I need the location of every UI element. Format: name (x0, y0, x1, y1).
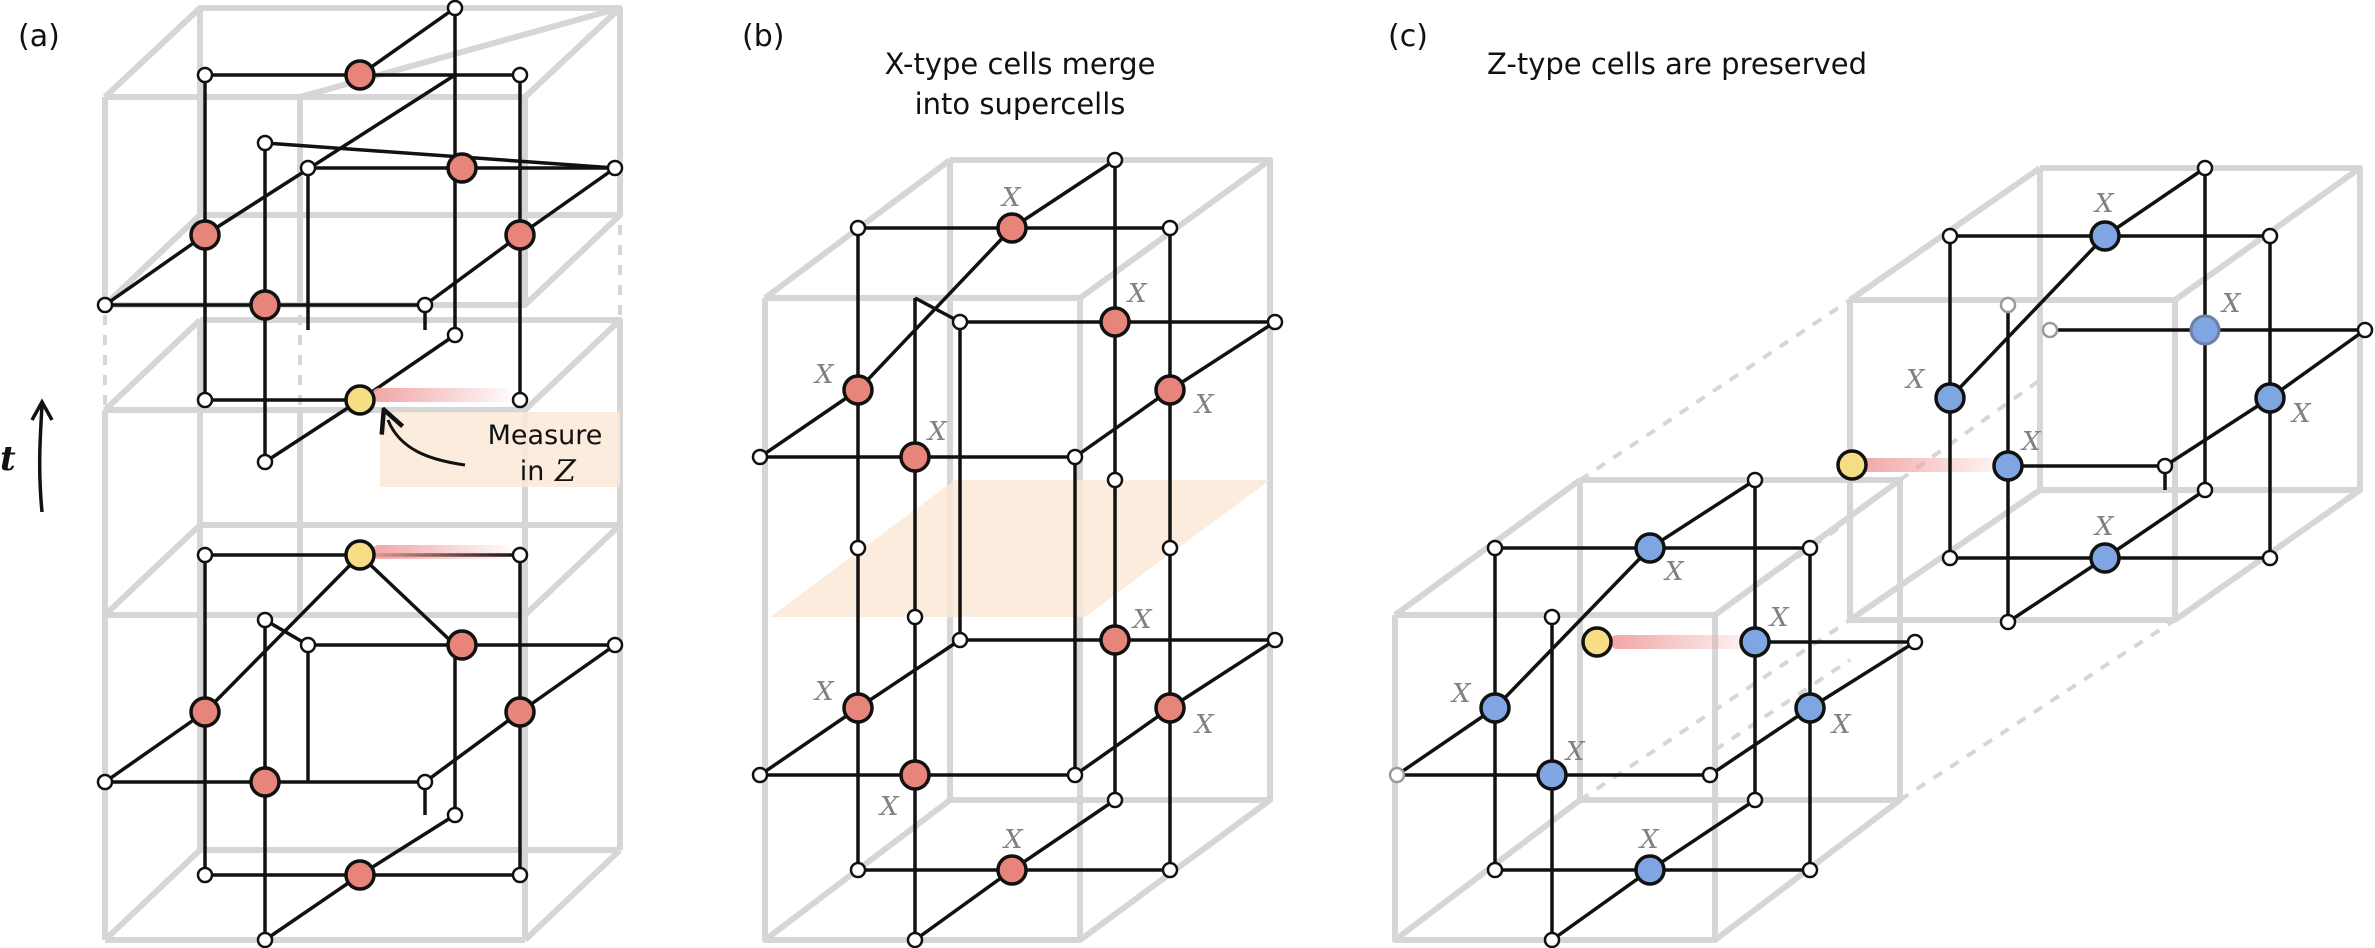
time-label: t (0, 439, 16, 479)
x-qubit (189, 696, 221, 728)
caption-b-line1: X-type cells merge (885, 47, 1156, 81)
z-qubit (1479, 692, 1511, 724)
x-label: X (1450, 679, 1472, 709)
x-label: X (1904, 365, 1926, 395)
x-label: X (2020, 427, 2042, 457)
measured-qubit (344, 539, 376, 571)
x-label: X (1126, 279, 1148, 309)
x-labels-c: X X X X X X X X X X X X (1450, 189, 2312, 855)
x-label: X (2290, 399, 2312, 429)
x-label: X (2093, 189, 2115, 219)
x-label: X (926, 417, 948, 447)
x-qubit (249, 289, 281, 321)
x-qubit (996, 212, 1028, 244)
measure-label-line2: in (520, 456, 545, 487)
x-qubit (446, 629, 478, 661)
x-qubit (842, 374, 874, 406)
x-qubit (344, 859, 376, 891)
qubits-b (842, 212, 1186, 886)
x-qubit (504, 219, 536, 251)
x-qubit (996, 854, 1028, 886)
z-qubit (1794, 692, 1826, 724)
measured-qubit (1836, 449, 1868, 481)
z-qubit (1634, 532, 1666, 564)
x-qubit (899, 441, 931, 473)
z-qubit (2189, 314, 2221, 346)
merge-plane (770, 480, 1270, 617)
panel-b: X X X X X X X X X X (751, 151, 1284, 948)
x-qubit (899, 759, 931, 791)
measurement-link (1610, 635, 1760, 649)
measurement-link (1858, 458, 2008, 472)
x-label: X (2093, 512, 2115, 542)
z-qubit (1536, 759, 1568, 791)
x-label: X (813, 360, 835, 390)
x-label: X (1830, 710, 1852, 740)
z-qubit (1739, 626, 1771, 658)
panel-label-c: (c) (1388, 19, 1428, 54)
curved-arrow-icon (388, 420, 466, 467)
qubits-c (1479, 220, 2286, 886)
measured-qubit (1581, 626, 1613, 658)
vertices-c (1388, 159, 2374, 948)
x-qubit (189, 219, 221, 251)
lattice-c-back (1948, 166, 2367, 624)
vertices-b (751, 151, 1284, 948)
x-label: X (1768, 603, 1790, 633)
z-qubit (1934, 382, 1966, 414)
vertices-a (96, 0, 624, 948)
measure-basis: Z (554, 454, 577, 489)
x-qubit (1099, 306, 1131, 338)
x-label: X (1000, 183, 1022, 213)
z-qubit (2089, 220, 2121, 252)
measurement-link (372, 545, 512, 559)
x-labels-b: X X X X X X X X X X (813, 183, 1215, 855)
x-label: X (1002, 825, 1024, 855)
x-qubit (446, 152, 478, 184)
measurement-link (372, 388, 512, 402)
z-qubit (2089, 542, 2121, 574)
x-label: X (878, 792, 900, 822)
x-qubit (1154, 374, 1186, 406)
x-label: X (1193, 390, 1215, 420)
panel-c: X X X X X X X X X X X X (1388, 159, 2374, 948)
arrow-up-icon (30, 398, 54, 513)
qubits-a (189, 59, 536, 891)
x-qubit (344, 59, 376, 91)
x-qubit (1099, 624, 1131, 656)
x-label: X (1564, 737, 1586, 767)
panel-label-b: (b) (742, 19, 784, 54)
x-label: X (2220, 289, 2242, 319)
z-qubit (1992, 450, 2024, 482)
z-qubit (2254, 382, 2286, 414)
x-label: X (813, 677, 835, 707)
x-qubit (1154, 692, 1186, 724)
dashed-connectors-c (1578, 298, 2177, 802)
x-qubit (842, 692, 874, 724)
x-qubit (249, 766, 281, 798)
x-label: X (1663, 557, 1685, 587)
measure-label-line1: Measure (488, 420, 603, 451)
caption-c: Z-type cells are preserved (1487, 47, 1867, 81)
x-qubit (504, 696, 536, 728)
measured-qubit (344, 384, 376, 416)
z-qubit (1634, 854, 1666, 886)
panel-label-a: (a) (18, 19, 60, 54)
caption-b-line2: into supercells (915, 87, 1126, 121)
x-label: X (1193, 710, 1215, 740)
panel-a (30, 0, 624, 948)
x-label: X (1131, 605, 1153, 635)
measurement-region (380, 412, 620, 487)
x-label: X (1638, 825, 1660, 855)
grey-frames-a (102, 5, 623, 943)
